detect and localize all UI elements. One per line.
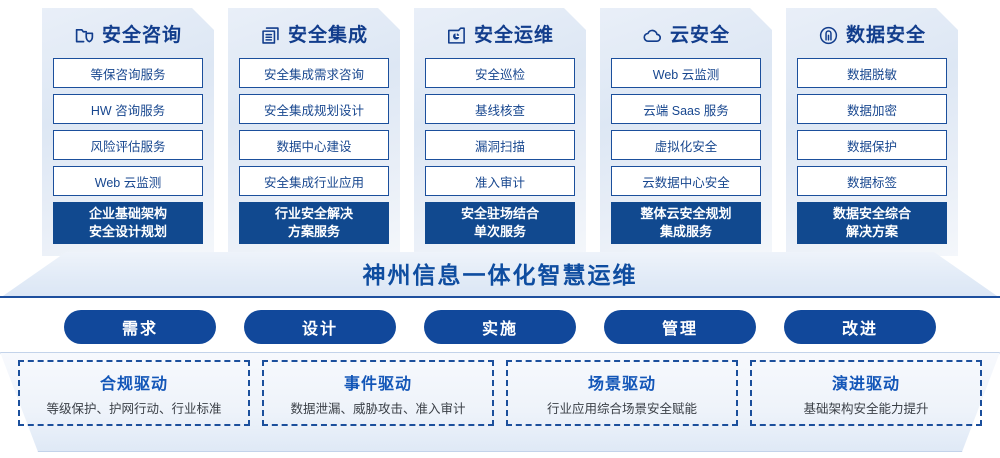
driver-description: 行业应用综合场景安全赋能 [546, 401, 697, 416]
fingerprint-icon [818, 25, 839, 46]
highlight-line-2: 安全设计规划 [88, 224, 167, 239]
highlight-line-1: 数据安全综合 [832, 206, 911, 222]
card-title: 数据安全 [845, 24, 926, 46]
card-header: 数据安全 [786, 8, 958, 58]
service-item[interactable]: 数据加密 [797, 94, 947, 124]
highlight-line-1: 企业基础架构 [88, 206, 167, 222]
stage-pill-management[interactable]: 管理 [604, 310, 756, 344]
stacked-documents-icon [260, 25, 281, 46]
service-item[interactable]: 风险评估服务 [53, 130, 203, 160]
platform-banner: 神州信息一体化智慧运维 [0, 252, 1000, 298]
service-item[interactable]: 数据中心建设 [239, 130, 389, 160]
driver-box-evolution[interactable]: 演进驱动 基础架构安全能力提升 [750, 360, 982, 426]
card-title: 安全咨询 [101, 24, 182, 46]
highlight-line-2: 集成服务 [659, 224, 712, 239]
stage-pill-implementation[interactable]: 实施 [424, 310, 576, 344]
service-item[interactable]: Web 云监测 [53, 166, 203, 196]
highlight-line-2: 方案服务 [287, 224, 340, 239]
card-title: 云安全 [669, 24, 730, 46]
highlight-line-2: 解决方案 [845, 224, 898, 239]
service-item[interactable]: 准入审计 [425, 166, 575, 196]
driver-title: 演进驱动 [831, 375, 900, 393]
pillar-card-data-security[interactable]: 数据安全 数据脱敏 数据加密 数据保护 数据标签 数据安全综合 解决方案 [786, 8, 958, 256]
service-item[interactable]: 安全集成行业应用 [239, 166, 389, 196]
pillar-card-cloud-security[interactable]: 云安全 Web 云监测 云端 Saas 服务 虚拟化安全 云数据中心安全 整体云… [600, 8, 772, 256]
service-item[interactable]: 等保咨询服务 [53, 58, 203, 88]
service-item[interactable]: HW 咨询服务 [53, 94, 203, 124]
card-header: 安全集成 [228, 8, 400, 58]
banner-title: 神州信息一体化智慧运维 [362, 262, 638, 288]
service-item[interactable]: Web 云监测 [611, 58, 761, 88]
banner-underline [0, 296, 1000, 298]
folder-shield-icon [74, 25, 95, 46]
pillar-card-security-integration[interactable]: 安全集成 安全集成需求咨询 安全集成规划设计 数据中心建设 安全集成行业应用 行… [228, 8, 400, 256]
stage-pill-improvement[interactable]: 改进 [784, 310, 936, 344]
service-item[interactable]: 数据脱敏 [797, 58, 947, 88]
card-title: 安全集成 [287, 24, 368, 46]
card-header: 云安全 [600, 8, 772, 58]
service-item[interactable]: 虚拟化安全 [611, 130, 761, 160]
card-title: 安全运维 [473, 24, 554, 46]
pillar-highlight-box[interactable]: 数据安全综合 解决方案 [797, 202, 947, 244]
pillar-card-security-consulting[interactable]: 安全咨询 等保咨询服务 HW 咨询服务 风险评估服务 Web 云监测 企业基础架… [42, 8, 214, 256]
highlight-line-2: 单次服务 [473, 224, 526, 239]
banner-trapezoid-shape [0, 252, 1000, 298]
stage-pill-requirement[interactable]: 需求 [64, 310, 216, 344]
stage-pill-design[interactable]: 设计 [244, 310, 396, 344]
driver-description: 数据泄漏、威胁攻击、准入审计 [290, 401, 466, 416]
highlight-line-1: 行业安全解决 [274, 206, 353, 222]
highlight-line-1: 整体云安全规划 [640, 206, 732, 222]
card-item-list: 安全巡检 基线核查 漏洞扫描 准入审计 安全驻场结合 单次服务 [414, 58, 586, 255]
card-item-list: 安全集成需求咨询 安全集成规划设计 数据中心建设 安全集成行业应用 行业安全解决… [228, 58, 400, 255]
pillar-highlight-box[interactable]: 整体云安全规划 集成服务 [611, 202, 761, 244]
pillar-card-row: 安全咨询 等保咨询服务 HW 咨询服务 风险评估服务 Web 云监测 企业基础架… [0, 8, 1000, 256]
service-item[interactable]: 数据保护 [797, 130, 947, 160]
driver-box-scenario[interactable]: 场景驱动 行业应用综合场景安全赋能 [506, 360, 738, 426]
driver-description: 基础架构安全能力提升 [803, 401, 929, 416]
pillar-highlight-box[interactable]: 行业安全解决 方案服务 [239, 202, 389, 244]
driver-row: 合规驱动 等级保护、护网行动、行业标准 事件驱动 数据泄漏、威胁攻击、准入审计 … [0, 360, 1000, 444]
service-item[interactable]: 漏洞扫描 [425, 130, 575, 160]
highlight-line-1: 安全驻场结合 [460, 206, 539, 222]
card-header: 安全运维 [414, 8, 586, 58]
service-item[interactable]: 安全集成需求咨询 [239, 58, 389, 88]
driver-section: 合规驱动 等级保护、护网行动、行业标准 事件驱动 数据泄漏、威胁攻击、准入审计 … [0, 352, 1000, 452]
card-item-list: Web 云监测 云端 Saas 服务 虚拟化安全 云数据中心安全 整体云安全规划… [600, 58, 772, 255]
driver-box-incident[interactable]: 事件驱动 数据泄漏、威胁攻击、准入审计 [262, 360, 494, 426]
service-item[interactable]: 云数据中心安全 [611, 166, 761, 196]
service-item[interactable]: 云端 Saas 服务 [611, 94, 761, 124]
driver-description: 等级保护、护网行动、行业标准 [46, 401, 222, 416]
service-item[interactable]: 基线核查 [425, 94, 575, 124]
service-item[interactable]: 数据标签 [797, 166, 947, 196]
pillar-highlight-box[interactable]: 企业基础架构 安全设计规划 [53, 202, 203, 244]
driver-box-compliance[interactable]: 合规驱动 等级保护、护网行动、行业标准 [18, 360, 250, 426]
cloud-icon [642, 25, 663, 46]
monitor-pie-chart-icon [446, 25, 467, 46]
lifecycle-stage-row: 需求 设计 实施 管理 改进 [0, 310, 1000, 344]
driver-title: 事件驱动 [343, 375, 412, 393]
driver-title: 合规驱动 [99, 375, 168, 393]
service-item[interactable]: 安全巡检 [425, 58, 575, 88]
card-header: 安全咨询 [42, 8, 214, 58]
card-item-list: 等保咨询服务 HW 咨询服务 风险评估服务 Web 云监测 企业基础架构 安全设… [42, 58, 214, 255]
pillar-card-security-operations[interactable]: 安全运维 安全巡检 基线核查 漏洞扫描 准入审计 安全驻场结合 单次服务 [414, 8, 586, 256]
card-item-list: 数据脱敏 数据加密 数据保护 数据标签 数据安全综合 解决方案 [786, 58, 958, 255]
driver-title: 场景驱动 [587, 375, 656, 393]
pillar-highlight-box[interactable]: 安全驻场结合 单次服务 [425, 202, 575, 244]
service-item[interactable]: 安全集成规划设计 [239, 94, 389, 124]
